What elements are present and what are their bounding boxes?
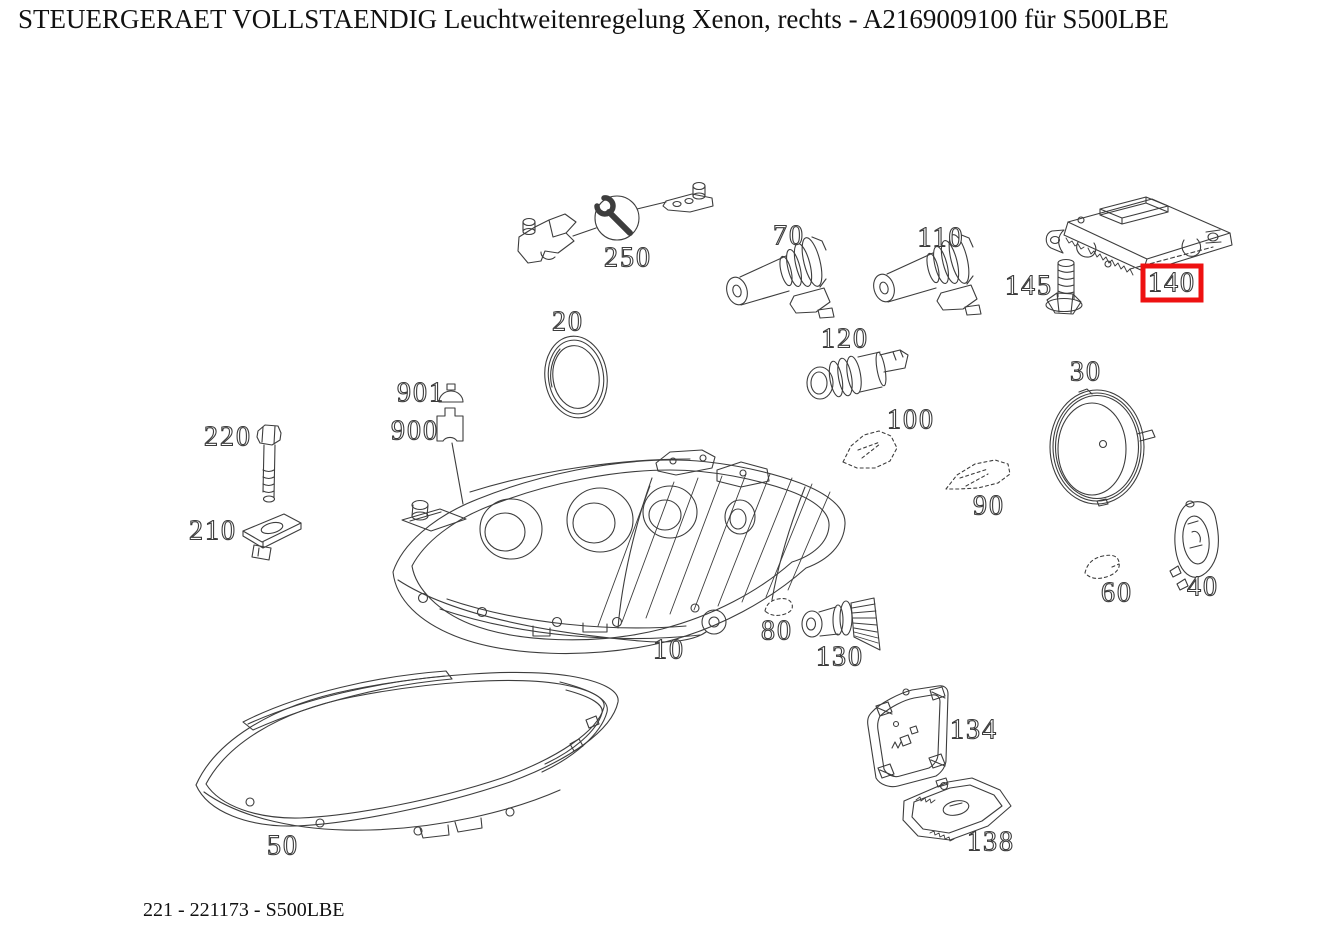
part-134-art	[867, 685, 949, 788]
part-130-art	[801, 597, 881, 651]
part-70-art	[726, 236, 835, 319]
part-120-art	[806, 349, 909, 400]
part-40-art	[1169, 500, 1219, 591]
part-901-art	[438, 383, 464, 403]
part-label-80[interactable]: 80	[760, 615, 793, 647]
part-250-art	[517, 181, 714, 264]
highlight-box-part-140	[1140, 263, 1204, 303]
part-50-art	[195, 670, 619, 839]
part-90-art	[945, 459, 1011, 490]
part-label-250[interactable]: 250	[603, 242, 652, 274]
part-label-30[interactable]: 30	[1069, 356, 1102, 388]
part-label-120[interactable]: 120	[820, 323, 869, 355]
part-label-900[interactable]: 900	[390, 415, 439, 447]
part-label-134[interactable]: 134	[949, 714, 998, 746]
part-210-art	[242, 513, 302, 561]
part-label-130[interactable]: 130	[815, 641, 864, 673]
part-30-art	[1049, 388, 1156, 507]
part-10-art	[392, 449, 846, 654]
part-label-210[interactable]: 210	[188, 515, 237, 547]
part-label-140[interactable]: 140	[1147, 267, 1196, 299]
part-145-art	[1045, 258, 1083, 315]
part-100-art	[842, 430, 898, 469]
part-label-10[interactable]: 10	[652, 634, 685, 666]
part-label-90[interactable]: 90	[972, 490, 1005, 522]
part-label-40[interactable]: 40	[1186, 571, 1219, 603]
page-title: STEUERGERAET VOLLSTAENDIG Leuchtweitenre…	[18, 4, 1169, 34]
part-20-art	[544, 335, 608, 419]
part-label-100[interactable]: 100	[886, 404, 935, 436]
part-80-art	[764, 598, 793, 617]
part-label-220[interactable]: 220	[203, 421, 252, 453]
wrench-icon	[594, 195, 633, 236]
part-label-60[interactable]: 60	[1100, 577, 1133, 609]
part-220-art	[256, 424, 282, 503]
part-label-901[interactable]: 901	[396, 377, 445, 409]
part-label-110[interactable]: 110	[917, 222, 965, 254]
part-label-50[interactable]: 50	[266, 830, 299, 862]
part-label-70[interactable]: 70	[772, 220, 805, 252]
part-900-art	[436, 407, 464, 505]
part-label-20[interactable]: 20	[551, 306, 584, 338]
part-label-138[interactable]: 138	[966, 826, 1015, 858]
part-label-145[interactable]: 145	[1004, 270, 1053, 302]
part-60-art	[1084, 554, 1120, 579]
part-138-art	[902, 777, 1012, 842]
catalog-footer: 221 - 221173 - S500LBE	[143, 899, 345, 921]
